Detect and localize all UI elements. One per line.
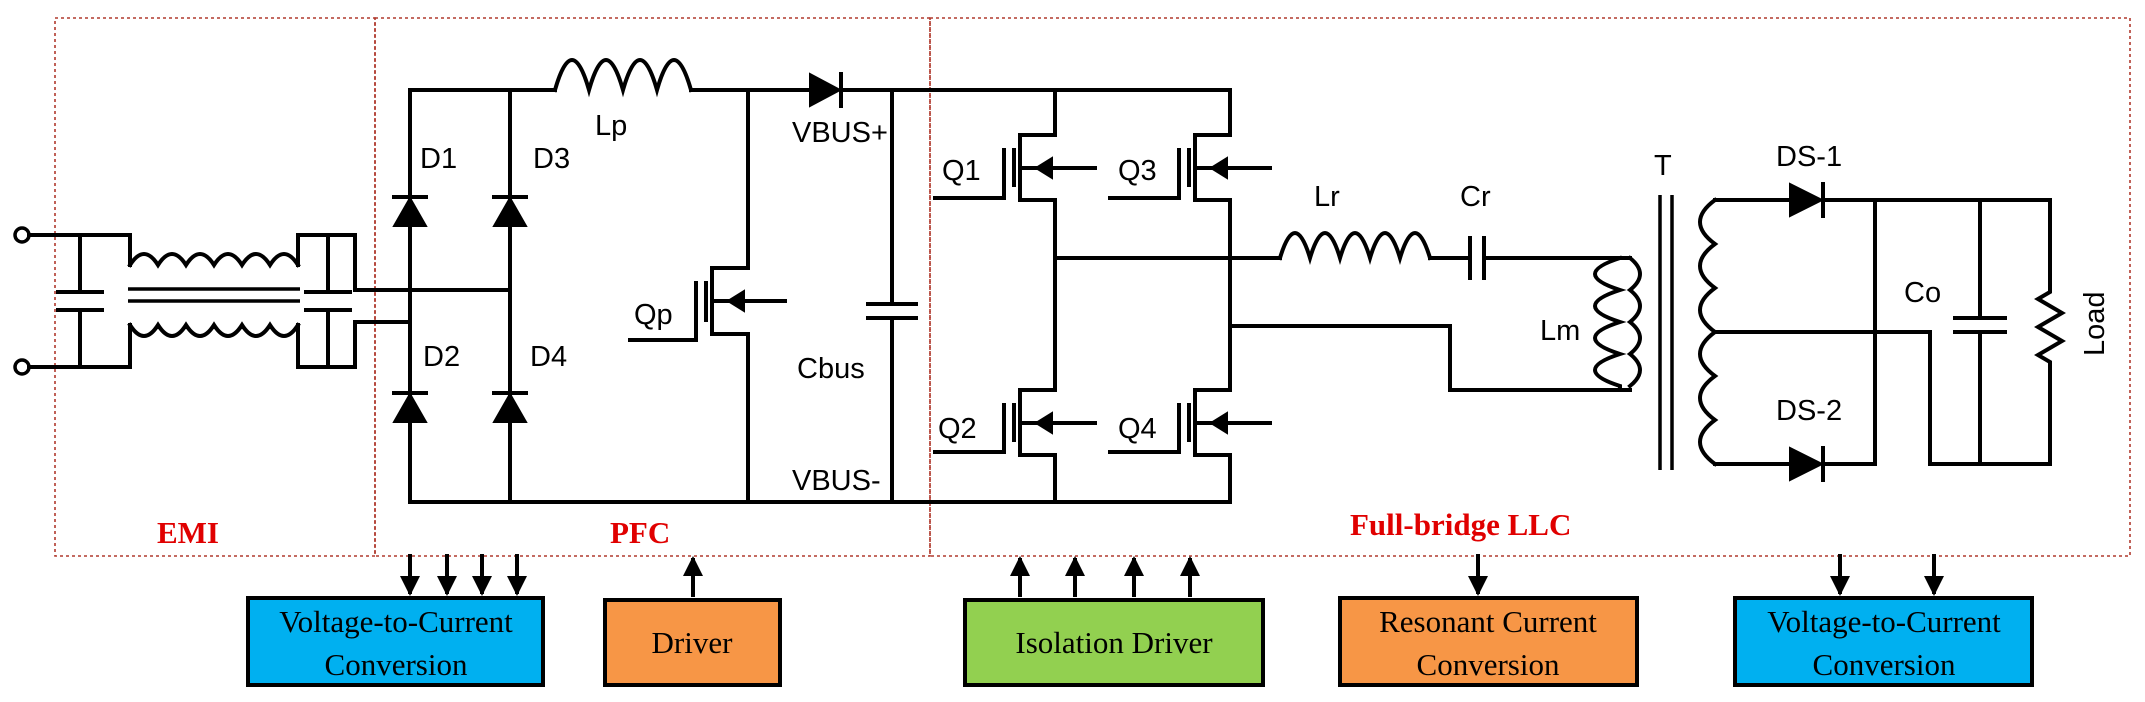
block-vtoc-left-box [246, 596, 545, 687]
label-q4: Q4 [1118, 413, 1157, 445]
section-title-pfc: PFC [610, 515, 670, 550]
capacitor-co [1953, 198, 2007, 466]
section-regions [54, 17, 2131, 557]
diode-d1 [392, 195, 428, 227]
block-driver-label: Driver [652, 625, 734, 660]
transformer-primary [1626, 255, 1642, 389]
section-title-emi: EMI [157, 515, 219, 550]
label-vbus-minus: VBUS- [792, 465, 881, 497]
diode-ds2 [1789, 446, 1825, 482]
label-d2: D2 [423, 341, 460, 373]
label-load: Load [2079, 291, 2111, 356]
label-d3: D3 [533, 143, 570, 175]
label-lr: Lr [1314, 181, 1340, 213]
label-d1: D1 [420, 143, 457, 175]
signal-arrows [400, 554, 1944, 597]
inductor-lp [552, 58, 694, 98]
boost-diode [809, 72, 843, 108]
diode-d2 [392, 391, 428, 423]
block-resonant-line2: Conversion [1417, 647, 1560, 682]
full-bridge [928, 88, 1622, 504]
block-vtoc-right: Voltage-to-Current Conversion [1733, 596, 2034, 687]
block-resonant-line1: Resonant Current [1379, 604, 1597, 639]
label-vbus-plus: VBUS+ [792, 117, 888, 149]
label-ds1: DS-1 [1776, 141, 1842, 173]
label-t: T [1654, 150, 1672, 182]
transformer [1626, 195, 1932, 470]
block-vtoc-right-box [1733, 596, 2034, 687]
capacitor-cbus [866, 88, 918, 504]
label-q1: Q1 [942, 155, 981, 187]
resonant-tank [1277, 231, 1632, 392]
component-labels: D1 D3 D2 D4 Lp Qp VBUS+ Cbus VBUS- Q1 Q3… [420, 110, 2111, 497]
section-titles: EMI PFC Full-bridge LLC [157, 507, 1571, 550]
section-title-llc: Full-bridge LLC [1350, 507, 1571, 542]
emi-filter [13, 226, 412, 376]
diode-d4 [492, 391, 528, 423]
label-qp: Qp [634, 299, 673, 331]
label-q2: Q2 [938, 413, 977, 445]
label-cr: Cr [1460, 181, 1491, 213]
label-ds2: DS-2 [1776, 395, 1842, 427]
input-terminal-bottom [13, 358, 31, 376]
block-vtoc-left-line2: Conversion [325, 647, 468, 682]
block-resonant: Resonant Current Conversion [1338, 596, 1639, 687]
label-cbus: Cbus [797, 353, 865, 385]
capacitor-cr [1468, 236, 1622, 280]
block-resonant-box [1338, 596, 1639, 687]
label-lm: Lm [1540, 315, 1580, 347]
llc-region [929, 17, 2131, 557]
inductor-lr [1277, 231, 1433, 265]
output-stage [1789, 182, 2066, 482]
block-isolation-driver: Isolation Driver [963, 598, 1265, 687]
input-terminal-top [13, 226, 31, 244]
label-co: Co [1904, 277, 1941, 309]
block-vtoc-right-line2: Conversion [1813, 647, 1956, 682]
block-vtoc-left-line1: Voltage-to-Current [279, 604, 513, 639]
load-resistor [2034, 198, 2066, 466]
block-vtoc-right-line1: Voltage-to-Current [1767, 604, 2001, 639]
rectifier-bridge [392, 88, 528, 504]
block-vtoc-left: Voltage-to-Current Conversion [246, 596, 545, 687]
pfc-boost [408, 58, 932, 504]
inductor-lm [1593, 255, 1627, 392]
block-isolation-driver-label: Isolation Driver [1015, 625, 1213, 660]
block-driver: Driver [603, 598, 782, 687]
label-q3: Q3 [1118, 155, 1157, 187]
block-driver-box [603, 598, 782, 687]
diode-ds1 [1789, 182, 1825, 218]
block-isolation-driver-box [963, 598, 1265, 687]
label-d4: D4 [530, 341, 567, 373]
label-lp: Lp [595, 110, 627, 142]
diode-d3 [492, 195, 528, 227]
